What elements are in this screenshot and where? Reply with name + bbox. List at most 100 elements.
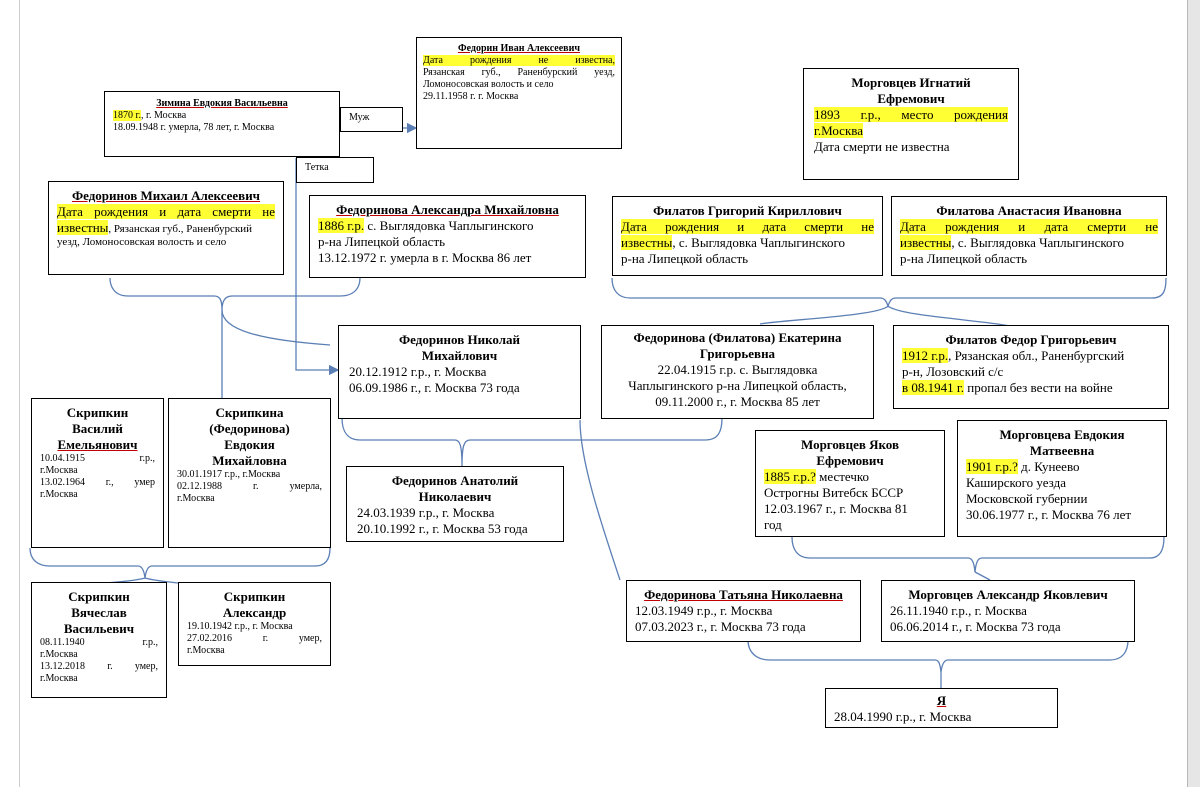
death: 06.09.1986 г., г. Москва 73 года	[349, 380, 520, 395]
person-filatov-grigoriy: Филатов Григорий Кириллович Дата рождени…	[612, 196, 883, 276]
vertical-scrollbar[interactable]	[1187, 0, 1200, 787]
birth: 1870 г., г. Москва	[113, 110, 187, 121]
death: 07.03.2023 г., г. Москва 73 года	[635, 619, 806, 634]
aunt-label: Тетка	[296, 157, 374, 183]
name: Морговцева Евдокия	[999, 427, 1125, 442]
line-to-morgovtsev-aleksandr	[974, 571, 991, 581]
name-3: Евдокия	[224, 437, 275, 452]
person-skripkin-aleksandr: Скрипкин Александр 19.10.1942 г.р., г. М…	[178, 582, 331, 666]
birth: 20.12.1912 г.р., г. Москва	[349, 364, 487, 379]
line-to-fedor	[887, 305, 1011, 327]
death: 02.12.1988 г. умерла,	[177, 481, 322, 492]
name: Зимина Евдокия Васильевна	[156, 98, 288, 109]
person-filatova-anastasia: Филатова Анастасия Ивановна Дата рождени…	[891, 196, 1167, 276]
birth: 08.11.1940 г.р.,	[40, 637, 158, 648]
place: р-на Липецкой область	[318, 234, 446, 249]
death: 20.10.1992 г., г. Москва 53 года	[357, 521, 528, 536]
death: 13.12.2018 г. умер,	[40, 661, 158, 672]
name: Филатова Анастасия Ивановна	[936, 203, 1122, 218]
name-3: Васильевич	[63, 621, 135, 636]
place-2: р-на Липецкой область	[900, 251, 1028, 266]
person-fedorinova-aleksandra: Федоринова Александра Михайловна 1886 г.…	[309, 195, 586, 278]
name: Скрипкин	[68, 589, 130, 604]
birth: 1901 г.р.? д. Кунеево	[966, 459, 1080, 474]
death: 06.06.2014 г., г. Москва 73 года	[890, 619, 1061, 634]
brace-filatov-parents	[611, 277, 1167, 309]
dates: Дата рождения и дата смерти не	[900, 219, 1158, 234]
name-2: Григорьевна	[699, 346, 776, 361]
name-3: Емельянович	[57, 437, 138, 452]
birth: 1886 г.р. с. Выглядовка Чаплыгинского	[318, 218, 534, 233]
person-filatov-fedor: Филатов Федор Григорьевич 1912 г.р., Ряз…	[893, 325, 1169, 409]
death: 09.11.2000 г., г. Москва 85 лет	[655, 394, 820, 409]
place: р-н, Лозовский с/с	[902, 364, 1004, 379]
name-2: Николаевич	[418, 489, 492, 504]
birth: Дата рождения не известна,	[423, 55, 615, 66]
place: Чаплыгинского р-на Липецкой область,	[628, 378, 847, 393]
death: 29.11.1958 г. г. Москва	[423, 91, 519, 102]
line-to-nikolay	[221, 309, 331, 346]
person-skripkin-vyacheslav: Скрипкин Вячеслав Васильевич 08.11.1940 …	[31, 582, 167, 698]
name: Федоринова (Филатова) Екатерина	[633, 330, 842, 345]
name: Филатов Григорий Кириллович	[653, 203, 842, 218]
name-2: Михайлович	[421, 348, 498, 363]
page-margin-left	[0, 0, 20, 787]
person-fedorinov-mikhail: Федоринов Михаил Алексеевич Дата рождени…	[48, 181, 284, 275]
place-2: Московской губернии	[966, 491, 1088, 506]
husband-label: Муж	[340, 107, 403, 132]
aunt-arrow	[295, 158, 340, 376]
death: 18.09.1948 г. умерла, 78 лет, г. Москва	[113, 122, 275, 133]
birth: 1912 г.р., Рязанская обл., Раненбургский	[902, 348, 1125, 363]
place: Каширского уезда	[966, 475, 1066, 490]
birth: 19.10.1942 г.р., г. Москва	[187, 621, 293, 632]
birth: 30.01.1917 г.р., г.Москва	[177, 469, 281, 480]
death-2: год	[764, 517, 782, 532]
line-to-tatyana	[579, 419, 621, 581]
death: 13.02.1964 г., умер	[40, 477, 155, 488]
name-2: Ефремович	[816, 453, 884, 468]
place: Рязанская губ., Раненбурский уезд,	[423, 67, 615, 78]
birth-place: г.Москва	[40, 649, 78, 660]
person-fedorinov-nikolay: Федоринов Николай Михайлович 20.12.1912 …	[338, 325, 581, 419]
person-morgovtsev-yakov: Морговцев Яков Ефремович 1885 г.р.? мест…	[755, 430, 945, 537]
name: Федоринова Татьяна Николаевна	[644, 587, 843, 602]
name: Федоринов Анатолий	[391, 473, 519, 488]
name: Скрипкина	[215, 405, 284, 420]
place-2: уезд, Ломоносовская волость и село	[57, 236, 227, 248]
person-morgovtsev-ignatiy: Морговцев Игнатий Ефремович 1893 г.р., м…	[803, 68, 1019, 180]
death-place: г.Москва	[177, 493, 215, 504]
death-place: г.Москва	[40, 489, 78, 500]
person-morgovtseva-evdokia: Морговцева Евдокия Матвеевна 1901 г.р.? …	[957, 420, 1167, 537]
place: известны, с. Выглядовка Чаплыгинского	[900, 235, 1125, 250]
place: известны, Рязанская губ., Раненбурский	[57, 220, 253, 235]
death: 30.06.1977 г., г. Москва 76 лет	[966, 507, 1132, 522]
place: известны, с. Выглядовка Чаплыгинского	[621, 235, 846, 250]
place-2: р-на Липецкой область	[621, 251, 749, 266]
birth: 28.04.1990 г.р., г. Москва	[834, 709, 972, 724]
brace-fedorinov-parents	[109, 277, 361, 311]
birth: 10.04.1915 г.р.,	[40, 453, 155, 464]
name-4: Михайловна	[212, 453, 287, 468]
death: 27.02.2016 г. умер,	[187, 633, 322, 644]
person-ya: Я 28.04.1990 г.р., г. Москва	[825, 688, 1058, 728]
birth-place: г.Москва	[40, 465, 78, 476]
name: Филатов Федор Григорьевич	[945, 332, 1117, 347]
name-2: Вячеслав	[71, 605, 127, 620]
person-fedorinova-ekaterina: Федоринова (Филатова) Екатерина Григорье…	[601, 325, 874, 419]
birth: 26.11.1940 г.р., г. Москва	[890, 603, 1027, 618]
name: Морговцев Александр Яковлевич	[908, 587, 1108, 602]
dates: Дата рождения и дата смерти не	[621, 219, 874, 234]
person-morgovtsev-aleksandr: Морговцев Александр Яковлевич 26.11.1940…	[881, 580, 1135, 642]
name: Скрипкин	[66, 405, 129, 420]
person-skripkina-evdokia: Скрипкина (Федоринова) Евдокия Михайловн…	[168, 398, 331, 548]
person-zimina: Зимина Евдокия Васильевна 1870 г., г. Мо…	[104, 91, 340, 157]
death: в 08.1941 г. пропал без вести на войне	[902, 380, 1113, 395]
place: Острогны Витебск БССР	[764, 485, 904, 500]
name: Федоринов Михаил Алексеевич	[71, 188, 261, 203]
name: Морговцев Яков	[800, 437, 900, 452]
place-2: Ломоносовская волость и село	[423, 79, 554, 90]
name-2: Александр	[222, 605, 287, 620]
birth: 1885 г.р.? местечко	[764, 469, 870, 484]
name: Федоринов Николай	[398, 332, 521, 347]
brace-anatoliy-parents	[341, 417, 723, 467]
